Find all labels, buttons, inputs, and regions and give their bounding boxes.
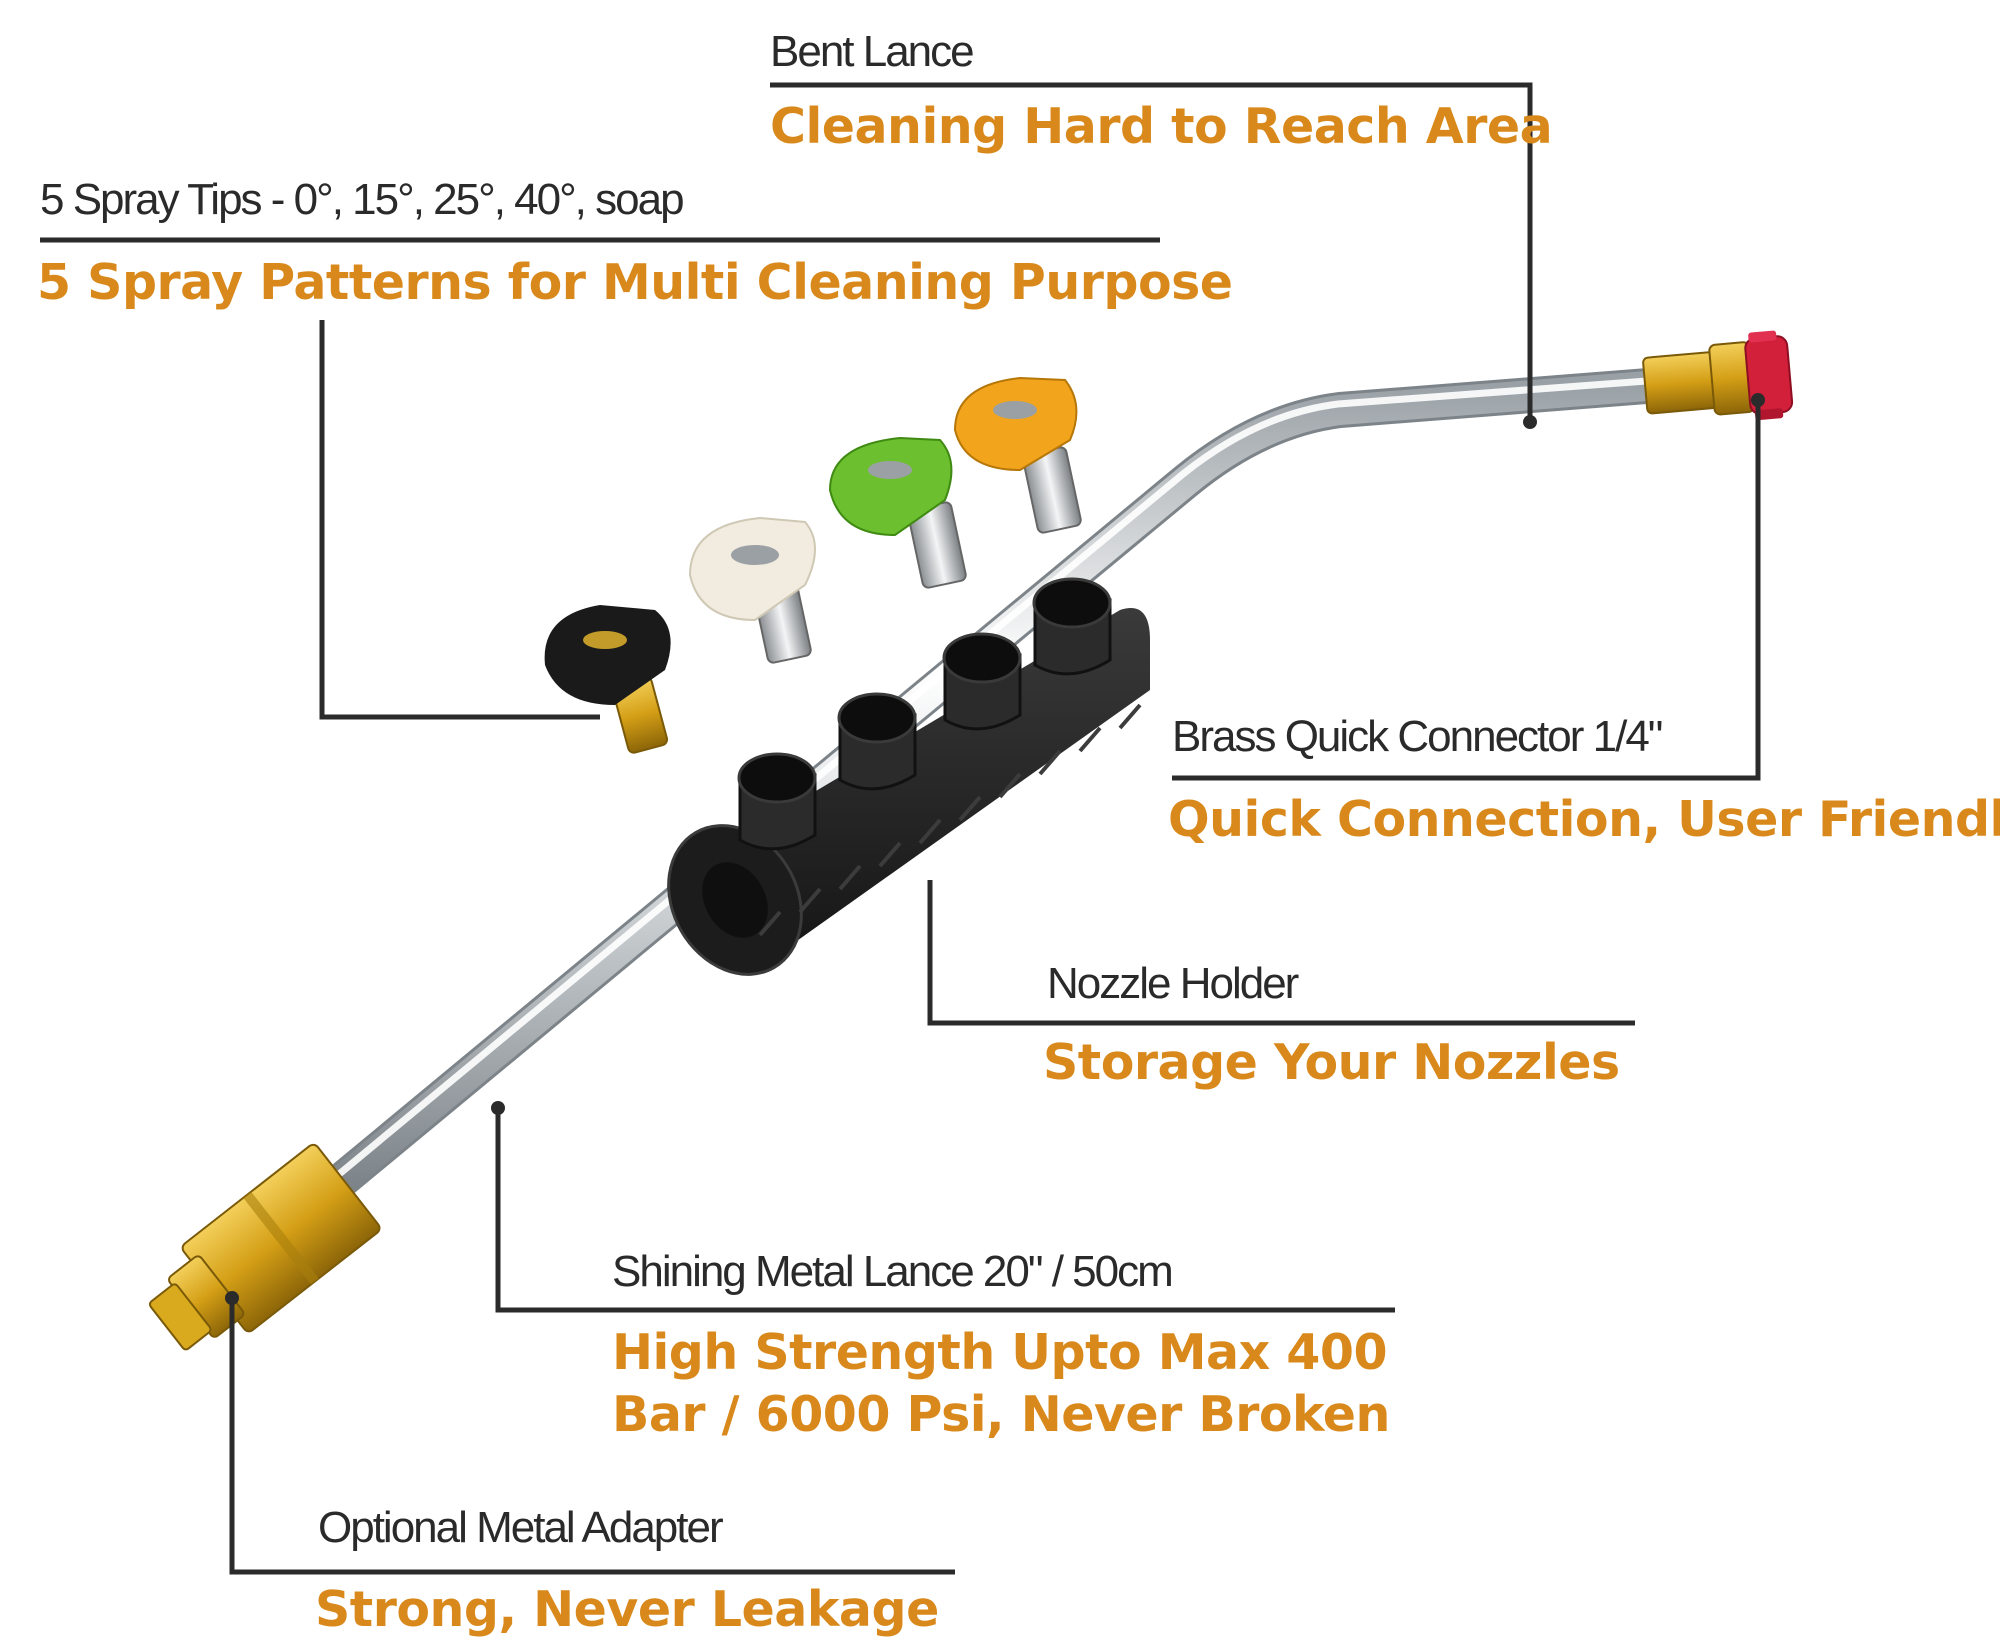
metal-lance bbox=[312, 367, 1678, 1208]
metal-lance-subtitle-line1: High Strength Upto Max 400 bbox=[612, 1324, 1388, 1381]
bent-lance-subtitle: Cleaning Hard to Reach Area bbox=[770, 98, 1553, 155]
metal-lance-title: Shining Metal Lance 20" / 50cm bbox=[612, 1247, 1174, 1296]
leader-line-metal-lance bbox=[495, 1110, 1395, 1313]
leader-line-bent-lance bbox=[770, 82, 1533, 420]
spray-tip-green bbox=[828, 436, 967, 589]
leader-line-metal-adapter bbox=[229, 1300, 955, 1575]
quick-connector-subtitle: Quick Connection, User Friendly bbox=[1168, 791, 2000, 848]
leader-lines bbox=[40, 82, 1761, 1575]
nozzle-holder-title: Nozzle Holder bbox=[1047, 959, 1299, 1008]
leader-line-nozzle-holder bbox=[927, 880, 1635, 1026]
bent-lance-title: Bent Lance bbox=[770, 27, 975, 76]
metal-adapter-subtitle: Strong, Never Leakage bbox=[315, 1581, 939, 1638]
metal-adapter-title: Optional Metal Adapter bbox=[318, 1503, 724, 1552]
spray-tip-yellow bbox=[953, 376, 1082, 534]
quick-connector-title: Brass Quick Connector 1/4" bbox=[1172, 712, 1663, 761]
spray-tip-white bbox=[688, 516, 816, 664]
leader-line-spray-tips-drop bbox=[319, 320, 600, 720]
brass-quick-connector bbox=[1642, 330, 1794, 421]
spray-tips-title: 5 Spray Tips - 0°, 15°, 25°, 40°, soap bbox=[40, 175, 685, 224]
spray-tip-black bbox=[544, 605, 671, 754]
leader-dots bbox=[225, 393, 1765, 1305]
spray-tips-subtitle: 5 Spray Patterns for Multi Cleaning Purp… bbox=[37, 254, 1233, 311]
leader-line-quick-connector bbox=[1172, 400, 1761, 781]
nozzle-holder-subtitle: Storage Your Nozzles bbox=[1043, 1034, 1620, 1091]
nozzle-holder bbox=[667, 577, 1150, 976]
metal-lance-subtitle-line2: Bar / 6000 Psi, Never Broken bbox=[612, 1386, 1390, 1443]
metal-adapter bbox=[148, 1143, 381, 1351]
